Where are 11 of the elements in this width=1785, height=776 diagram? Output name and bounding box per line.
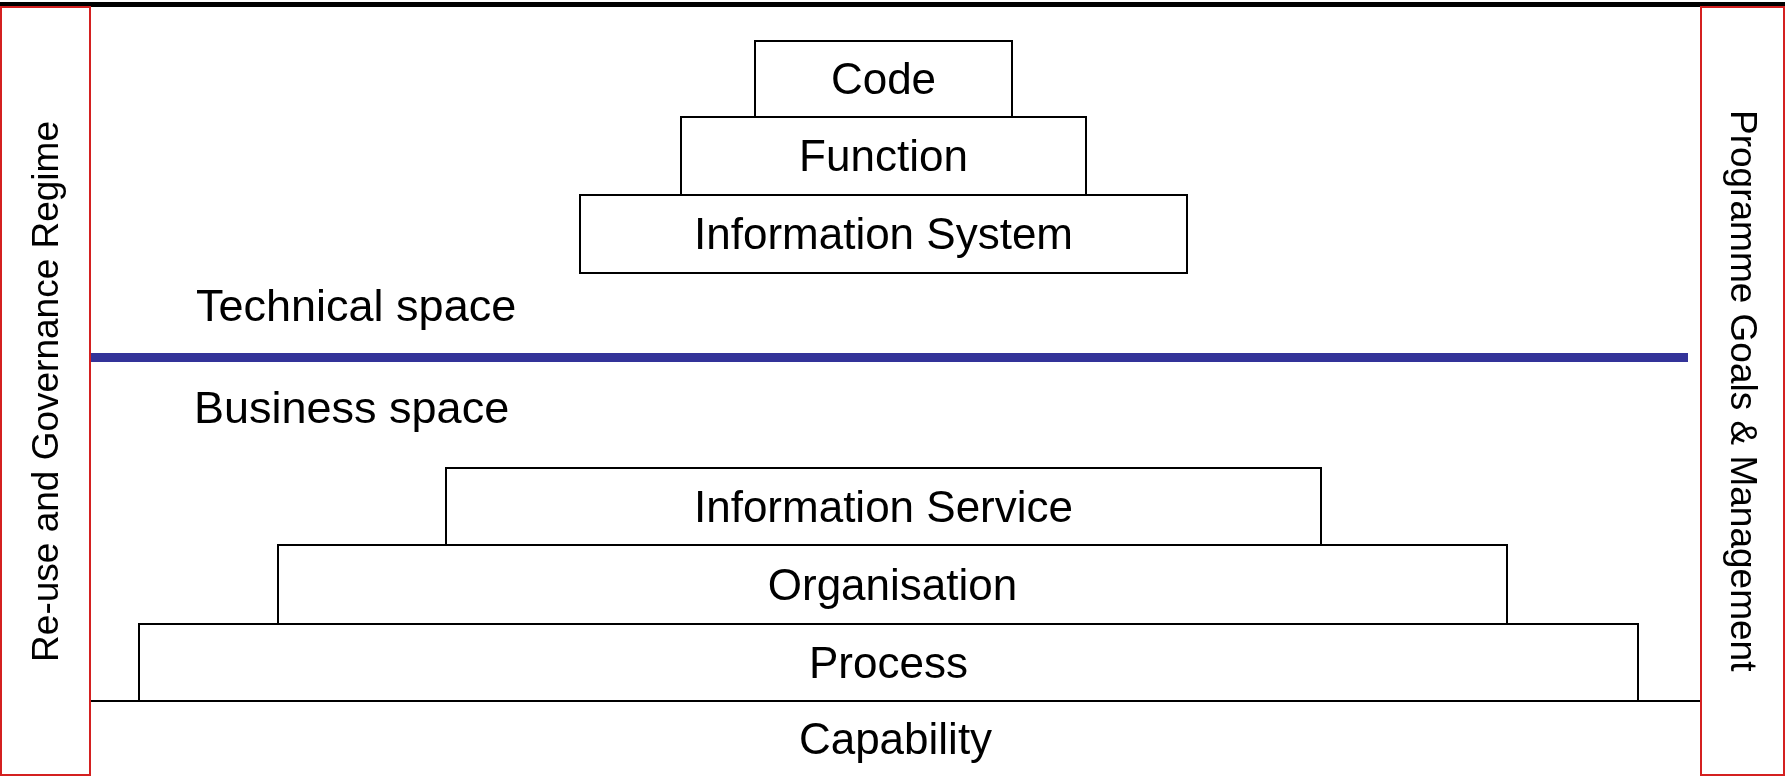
layer-box: Information Service (445, 467, 1322, 546)
layer-box: Function (680, 116, 1087, 196)
space-label: Technical space (196, 280, 517, 332)
side-band: Programme Goals & Management (1700, 6, 1785, 776)
capability-band: Capability (91, 700, 1700, 776)
layer-box: Information System (579, 194, 1188, 274)
layer-box: Organisation (277, 544, 1508, 625)
layer-box: Code (754, 40, 1013, 118)
space-label: Business space (194, 382, 510, 434)
layer-box: Process (138, 623, 1639, 702)
side-band: Re-use and Governance Regime (0, 6, 91, 776)
